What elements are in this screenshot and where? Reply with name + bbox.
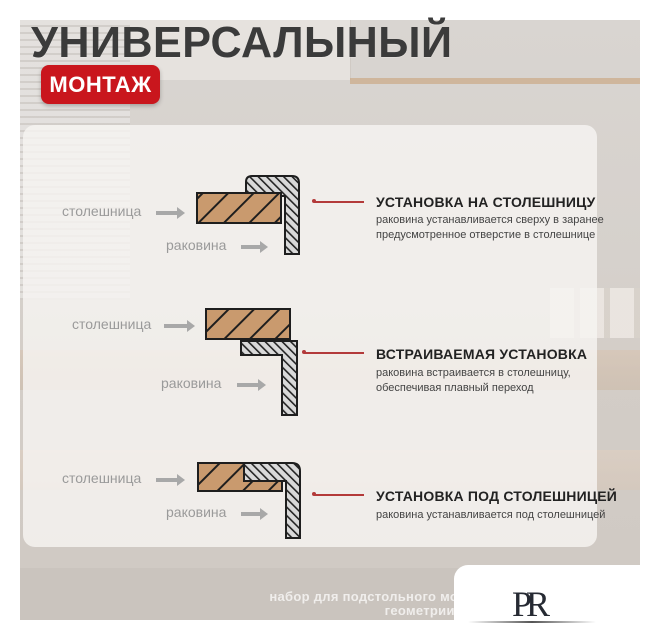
- page-title: УНИВЕРСАЛЫНЫЙ: [31, 18, 453, 67]
- footer-line-2: геометрии прит: [384, 603, 490, 618]
- arrow-icon: [241, 508, 268, 520]
- section-heading: ВСТРАИВАЕМАЯ УСТАНОВКА: [376, 346, 588, 362]
- pointer-line: [312, 492, 364, 496]
- top-mount-diagram-icon: [196, 175, 300, 255]
- logo-monogram: PR: [512, 584, 550, 624]
- arrow-icon: [156, 474, 185, 486]
- footer-line-1: набор для подстольного монтаж: [269, 589, 490, 604]
- info-panel: [23, 125, 597, 547]
- brand-logo: PR: [454, 565, 661, 640]
- sink-label: раковина: [161, 375, 222, 391]
- logo-underline: [468, 621, 596, 623]
- countertop-label: столешница: [62, 470, 142, 486]
- sink-label: раковина: [166, 237, 227, 253]
- arrow-icon: [156, 207, 185, 219]
- arrow-icon: [241, 241, 268, 253]
- wall-cabinet: [240, 20, 351, 80]
- countertop-label: столешница: [62, 203, 142, 219]
- arrow-icon: [237, 379, 266, 391]
- arrow-icon: [164, 320, 195, 332]
- section-description: раковина устанавливается под столешницей: [376, 509, 606, 521]
- wall-shelf: [350, 78, 640, 84]
- section-heading: УСТАНОВКА ПОД СТОЛЕШНИЦЕЙ: [376, 488, 618, 504]
- sink-label: раковина: [166, 504, 227, 520]
- under-mount-diagram-icon: [197, 462, 301, 539]
- section-heading: УСТАНОВКА НА СТОЛЕШНИЦУ: [376, 194, 596, 210]
- pointer-line: [302, 350, 364, 354]
- countertop-label: столешница: [72, 316, 152, 332]
- section-description: раковина встраивается в столешницу, обес…: [376, 367, 571, 394]
- section-description: раковина устанавливается сверху в заране…: [376, 214, 604, 241]
- flush-mount-diagram-icon: [205, 308, 298, 416]
- montage-badge: МОНТАЖ: [41, 65, 160, 104]
- footer-caption: набор для подстольного монтаж геометрии …: [190, 590, 490, 618]
- pointer-line: [312, 199, 364, 203]
